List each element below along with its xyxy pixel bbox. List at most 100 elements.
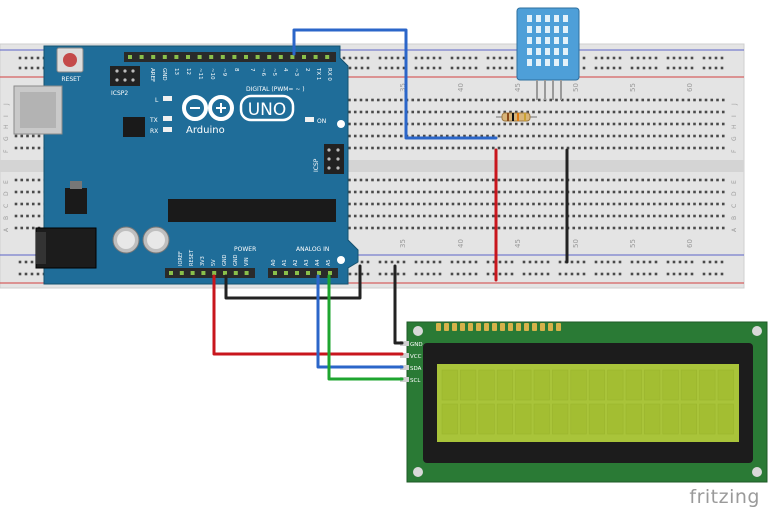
- breadboard-hole: [681, 98, 685, 102]
- pin-hole: [295, 271, 299, 275]
- breadboard-hole: [348, 146, 351, 150]
- breadboard-hole: [698, 214, 702, 218]
- breadboard-hole: [652, 226, 656, 230]
- breadboard-hole: [480, 110, 484, 114]
- rail-hole: [720, 260, 724, 264]
- breadboard-hole: [693, 146, 696, 150]
- breadboard-hole: [440, 146, 443, 150]
- breadboard-hole: [555, 146, 558, 150]
- breadboard-hole: [710, 98, 714, 102]
- pin-hole: [179, 271, 184, 275]
- breadboard-hole: [606, 202, 610, 206]
- breadboard-hole: [543, 202, 547, 206]
- breadboard-hole: [635, 226, 639, 230]
- breadboard-hole: [497, 134, 501, 138]
- rail-hole: [648, 272, 652, 276]
- breadboard-hole: [422, 202, 426, 206]
- breadboard-hole: [31, 202, 35, 206]
- breadboard-hole: [652, 98, 656, 102]
- breadboard-hole: [629, 134, 633, 138]
- breadboard-hole: [629, 190, 633, 194]
- breadboard-hole: [641, 98, 645, 102]
- breadboard-hole: [635, 98, 639, 102]
- rail-hole: [30, 272, 34, 276]
- analog-label: ANALOG IN: [296, 246, 329, 253]
- breadboard-hole: [652, 134, 656, 138]
- pin-hole: [284, 271, 288, 275]
- rail-hole: [618, 56, 622, 60]
- breadboard-hole: [474, 146, 478, 150]
- rail-hole: [432, 260, 436, 264]
- breadboard-hole: [675, 178, 679, 182]
- rail-hole: [354, 272, 358, 276]
- breadboard-hole: [681, 190, 685, 194]
- lcd-pad: [484, 323, 489, 331]
- rail-hole: [528, 260, 532, 264]
- breadboard-hole: [595, 110, 599, 114]
- breadboard-hole: [629, 178, 633, 182]
- lcd-cell: [552, 403, 569, 435]
- breadboard-hole: [532, 214, 535, 218]
- breadboard-hole: [26, 134, 29, 138]
- breadboard-hole: [480, 214, 484, 218]
- breadboard-hole: [26, 178, 29, 182]
- breadboard-hole: [388, 202, 392, 206]
- rail-hole: [702, 56, 706, 60]
- breadboard-hole: [348, 214, 351, 218]
- breadboard-hole: [578, 122, 581, 126]
- breadboard-hole: [417, 214, 420, 218]
- breadboard-hole: [486, 178, 489, 182]
- breadboard-hole: [687, 134, 691, 138]
- breadboard-hole: [635, 190, 639, 194]
- pin-hole: [313, 55, 318, 59]
- breadboard-hole: [658, 110, 662, 114]
- breadboard-hole: [572, 98, 576, 102]
- grille-slot: [554, 26, 559, 33]
- pin-hole: [232, 55, 237, 59]
- breadboard-hole: [555, 134, 558, 138]
- lcd-cell: [717, 403, 734, 435]
- wire-green-scl: [327, 274, 404, 381]
- breadboard-hole: [560, 214, 564, 218]
- breadboard-hole: [348, 122, 351, 126]
- breadboard-hole: [514, 190, 518, 194]
- wires: [212, 28, 569, 381]
- infinity-left: [182, 95, 208, 121]
- rail-hole: [702, 66, 706, 70]
- breadboard-hole: [647, 226, 650, 230]
- rail-hole: [402, 272, 406, 276]
- lcd-pad: [468, 323, 473, 331]
- breadboard-hole: [486, 226, 489, 230]
- breadboard-hole: [31, 178, 35, 182]
- breadboard-hole: [463, 134, 466, 138]
- rail-hole: [384, 56, 388, 60]
- breadboard-hole: [555, 214, 558, 218]
- breadboard-hole: [624, 98, 627, 102]
- breadboard-hole: [382, 214, 386, 218]
- breadboard-hole: [641, 178, 645, 182]
- rail-hole: [498, 260, 502, 264]
- rail-hole: [468, 272, 472, 276]
- grille-slot: [563, 15, 568, 22]
- breadboard-hole: [618, 214, 622, 218]
- breadboard-hole: [601, 226, 604, 230]
- breadboard-hole: [624, 122, 627, 126]
- breadboard-hole: [514, 202, 518, 206]
- rail-hole: [486, 56, 490, 60]
- on-label: ON: [317, 118, 326, 125]
- breadboard-hole: [681, 134, 685, 138]
- grille-slot: [527, 59, 532, 66]
- breadboard-hole: [382, 202, 386, 206]
- breadboard-hole: [480, 146, 484, 150]
- rail-hole: [492, 272, 496, 276]
- breadboard-hole: [601, 122, 604, 126]
- breadboard-hole: [457, 134, 461, 138]
- breadboard-hole: [428, 134, 432, 138]
- breadboard-hole: [376, 146, 380, 150]
- breadboard-hole: [526, 226, 530, 230]
- breadboard-hole: [555, 178, 558, 182]
- breadboard-hole: [451, 178, 455, 182]
- breadboard-hole: [503, 202, 507, 206]
- breadboard-hole: [480, 122, 484, 126]
- breadboard-hole: [486, 98, 489, 102]
